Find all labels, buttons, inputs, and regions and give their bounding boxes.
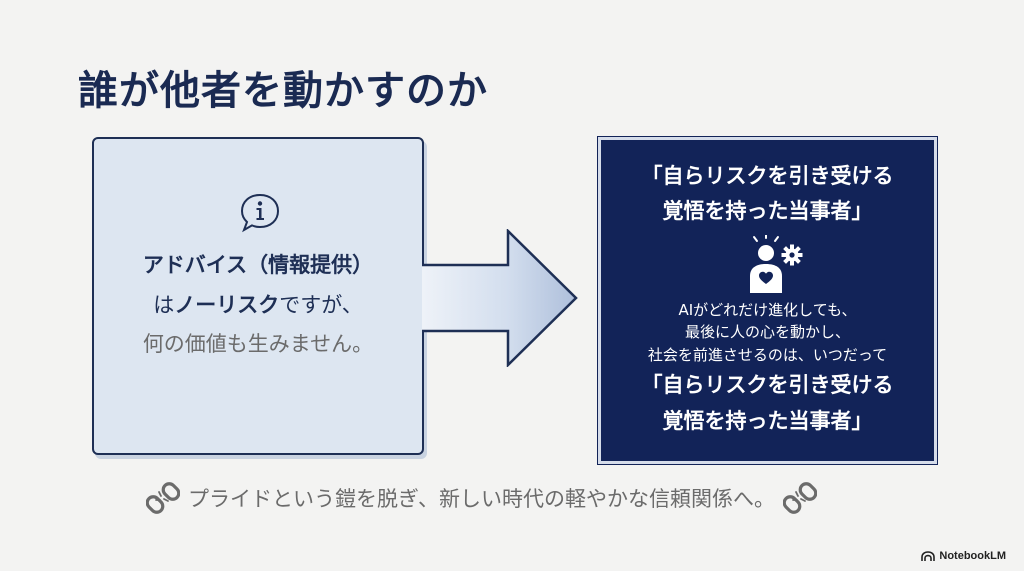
advice-no-value-line: 何の価値も生みません。 [142,332,374,356]
stakeholder-quote-top-line2: 覚悟を持った当事者」 [662,199,873,223]
notebooklm-watermark: NotebookLM [921,550,1006,562]
advice-heading: アドバイス（情報提供） [142,253,374,277]
info-speech-bubble-icon [240,193,280,233]
broken-chain-icon [782,482,817,514]
broken-chain-icon [146,482,180,514]
advice-no-risk-line: はノーリスクですが、 [153,293,363,317]
stakeholder-body-line1: AIがどれだけ進化しても、 [678,301,857,319]
brand-name: NotebookLM [939,550,1006,562]
stakeholder-quote-bottom-line1: 「自らリスクを引き受ける [641,373,894,397]
notebooklm-logo-icon [921,550,936,561]
stakeholder-body-line2: 最後に人の心を動かし、 [684,323,850,341]
footer-text: プライドという鎧を脱ぎ、新しい時代の軽やかな信頼関係へ。 [188,487,775,511]
footer-message: プライドという鎧を脱ぎ、新しい時代の軽やかな信頼関係へ。 [146,478,817,518]
stakeholder-body-line3: 社会を前進させるのは、いつだって [647,346,888,364]
stakeholder-quote-top-line1: 「自らリスクを引き受ける [641,164,894,188]
stakeholder-quote-bottom-line2: 覚悟を持った当事者」 [662,409,873,433]
slide-title: 誰が他者を動かすのか [78,68,488,114]
no-risk-emphasis: ノーリスク [174,293,280,317]
stakeholder-card: 「自らリスクを引き受ける 覚悟を持った当事者」 AIがどれだけ進化しても、 最後… [598,137,937,464]
person-heart-gear-icon [750,235,803,293]
advice-card: アドバイス（情報提供） はノーリスクですが、 何の価値も生みません。 [92,137,424,455]
transition-arrow-icon [422,229,578,367]
